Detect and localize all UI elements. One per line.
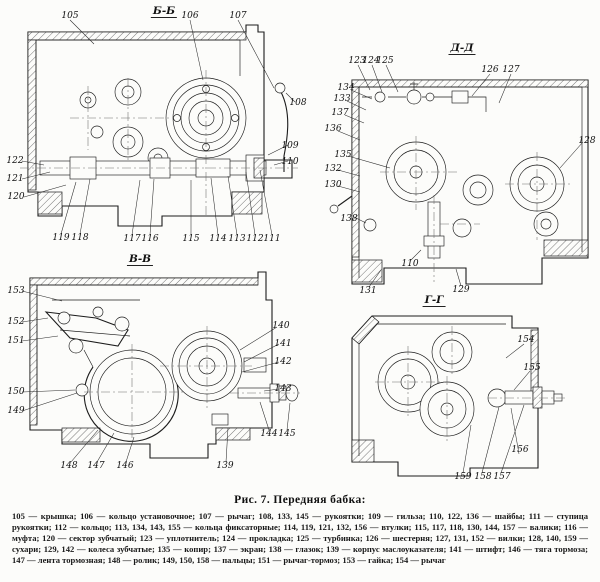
callout-152: 152 xyxy=(7,317,25,327)
callout-146: 146 xyxy=(116,461,134,471)
callout-124: 124 xyxy=(362,56,380,66)
callout-112: 112 xyxy=(246,234,264,244)
callout-106: 106 xyxy=(181,11,199,21)
shaft-gg xyxy=(504,386,563,409)
callout-143: 143 xyxy=(274,384,292,394)
callout-139: 139 xyxy=(216,461,234,471)
callout-122: 122 xyxy=(6,156,24,166)
section-dd-drawing xyxy=(329,64,589,288)
callout-141: 141 xyxy=(274,339,292,349)
callout-147: 147 xyxy=(87,461,105,471)
callout-118: 118 xyxy=(71,233,89,243)
callout-142: 142 xyxy=(274,357,292,367)
callout-127: 127 xyxy=(502,65,520,75)
callout-132: 132 xyxy=(324,164,342,174)
callout-138: 138 xyxy=(340,214,358,224)
callout-111: 111 xyxy=(263,234,281,244)
callout-123: 123 xyxy=(348,56,366,66)
callout-135: 135 xyxy=(334,150,352,160)
callout-149: 149 xyxy=(7,406,25,416)
section-label-gg: Г-Г xyxy=(422,294,446,308)
callout-129: 129 xyxy=(452,285,470,295)
callout-109: 109 xyxy=(281,141,299,151)
callout-105: 105 xyxy=(61,11,79,21)
callout-156: 156 xyxy=(511,445,529,455)
callout-117: 117 xyxy=(123,234,141,244)
callout-150: 150 xyxy=(7,387,25,397)
callout-115: 115 xyxy=(182,234,200,244)
callout-153: 153 xyxy=(7,286,25,296)
callout-159: 159 xyxy=(454,472,472,482)
callout-114: 114 xyxy=(209,234,227,244)
section-bb-drawing xyxy=(20,19,298,236)
callout-140: 140 xyxy=(272,321,290,331)
callout-134: 134 xyxy=(337,83,355,93)
figure-title: Рис. 7. Передняя бабка: xyxy=(234,494,366,506)
callout-133: 133 xyxy=(333,94,351,104)
brake-lever-linkage xyxy=(44,299,140,397)
callout-120: 120 xyxy=(7,192,25,202)
lever-handle-bb xyxy=(274,82,289,172)
parts-list: 105 — крышка; 106 — кольцо установочное;… xyxy=(12,511,588,565)
callout-130: 130 xyxy=(324,180,342,190)
callout-157: 157 xyxy=(493,472,511,482)
callout-119: 119 xyxy=(52,233,70,243)
section-gg-drawing xyxy=(351,315,568,477)
callout-110: 110 xyxy=(401,259,419,269)
section-label-vv: В-В xyxy=(126,253,154,267)
callout-151: 151 xyxy=(7,336,25,346)
figure-caption: Рис. 7. Передняя бабка: 105 — крышка; 10… xyxy=(0,494,600,566)
callout-110: 110 xyxy=(281,157,299,167)
drawings-area: Б-Б Д-Д В-В Г-Г 105 106 107 108 109 110 122 121… xyxy=(6,5,596,482)
figure-drawing-canvas xyxy=(20,19,589,477)
callout-144: 144 xyxy=(260,429,278,439)
section-label-bb: Б-Б xyxy=(150,5,178,19)
callout-158: 158 xyxy=(474,472,492,482)
callout-137: 137 xyxy=(331,108,349,118)
callout-128: 128 xyxy=(578,136,596,146)
callout-125: 125 xyxy=(376,56,394,66)
callout-154: 154 xyxy=(517,335,535,345)
oil-indicator-body xyxy=(211,413,229,426)
callout-155: 155 xyxy=(523,363,541,373)
callout-131: 131 xyxy=(359,286,377,296)
callout-121: 121 xyxy=(6,174,24,184)
callout-145: 145 xyxy=(278,429,296,439)
callout-126: 126 xyxy=(481,65,499,75)
section-label-dd: Д-Д xyxy=(448,42,476,56)
lever-dd xyxy=(329,195,353,214)
callout-113: 113 xyxy=(228,234,246,244)
callout-148: 148 xyxy=(60,461,78,471)
callout-116: 116 xyxy=(141,234,159,244)
callout-136: 136 xyxy=(324,124,342,134)
callout-108: 108 xyxy=(289,98,307,108)
callout-107: 107 xyxy=(229,11,247,21)
section-vv-drawing xyxy=(21,271,300,463)
